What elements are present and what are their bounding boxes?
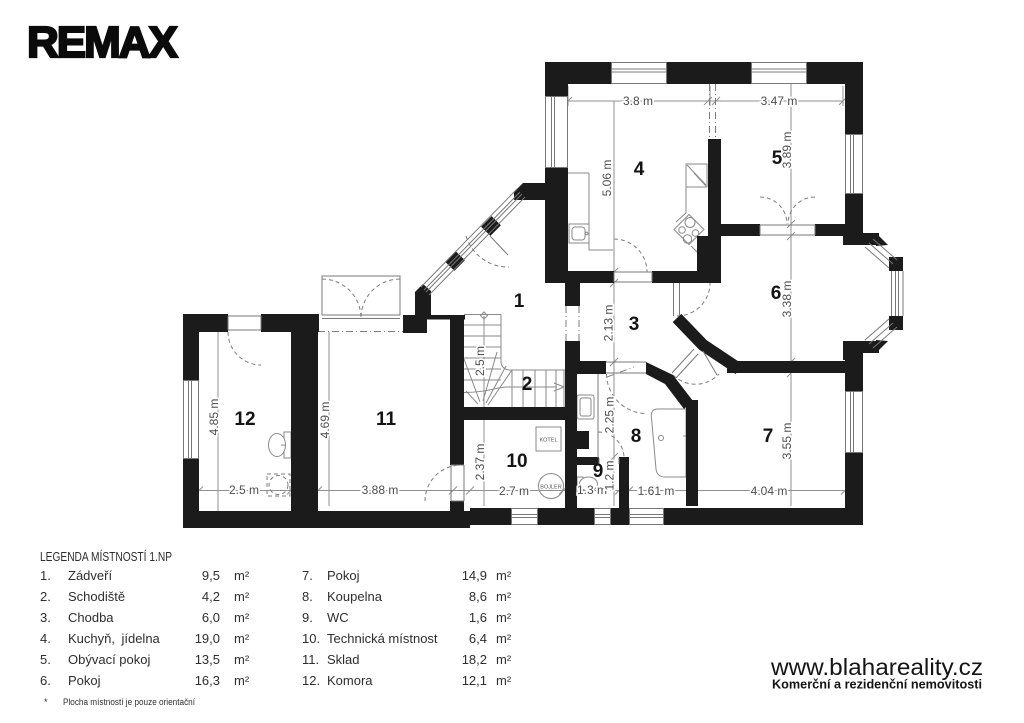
svg-text:1.2 m: 1.2 m — [603, 460, 617, 490]
svg-text:m²: m² — [234, 673, 250, 688]
svg-text:m²: m² — [234, 652, 250, 667]
svg-text:m²: m² — [234, 631, 250, 646]
svg-text:11: 11 — [376, 409, 397, 430]
svg-text:Technická místnost: Technická místnost — [327, 631, 438, 646]
svg-text:7.: 7. — [302, 568, 313, 583]
svg-text:Komora: Komora — [327, 673, 373, 688]
svg-text:Chodba: Chodba — [68, 610, 114, 625]
svg-text:3.38 m: 3.38 m — [780, 281, 794, 318]
svg-text:REMAX: REMAX — [27, 18, 178, 67]
svg-text:2.: 2. — [40, 589, 51, 604]
svg-text:m²: m² — [234, 589, 250, 604]
svg-text:3.8 m: 3.8 m — [623, 94, 653, 108]
svg-text:2.5 m: 2.5 m — [473, 346, 487, 376]
svg-text:3.88 m: 3.88 m — [362, 483, 399, 497]
svg-text:4.: 4. — [40, 631, 51, 646]
svg-text:5: 5 — [772, 148, 783, 169]
svg-text:BOJLER: BOJLER — [540, 485, 561, 491]
svg-text:6: 6 — [771, 283, 782, 304]
svg-text:LEGENDA MÍSTNOSTÍ 1.NP: LEGENDA MÍSTNOSTÍ 1.NP — [40, 549, 172, 564]
svg-text:9.: 9. — [302, 610, 313, 625]
svg-text:*: * — [44, 697, 48, 707]
svg-text:m²: m² — [496, 673, 512, 688]
svg-text:12,1: 12,1 — [462, 673, 487, 688]
svg-text:Zádveří: Zádveří — [68, 568, 112, 583]
svg-text:Kuchyň, jídelna: Kuchyň, jídelna — [68, 631, 161, 646]
svg-text:Sklad: Sklad — [327, 652, 360, 667]
svg-text:3.55 m: 3.55 m — [780, 423, 794, 460]
svg-text:3.47 m: 3.47 m — [761, 94, 798, 108]
svg-text:2.7 m: 2.7 m — [499, 484, 529, 498]
svg-text:m²: m² — [496, 568, 512, 583]
svg-text:8,6: 8,6 — [469, 589, 487, 604]
svg-text:4.85 m: 4.85 m — [207, 399, 221, 436]
svg-text:10.: 10. — [302, 631, 320, 646]
svg-text:1.61 m: 1.61 m — [638, 484, 675, 498]
svg-text:m²: m² — [234, 610, 250, 625]
svg-text:2: 2 — [522, 374, 533, 395]
svg-text:1,6: 1,6 — [469, 610, 487, 625]
svg-text:14,9: 14,9 — [462, 568, 487, 583]
svg-text:18,2: 18,2 — [462, 652, 487, 667]
svg-text:16,3: 16,3 — [195, 673, 220, 688]
svg-text:4,2: 4,2 — [202, 589, 220, 604]
svg-text:10: 10 — [506, 451, 527, 472]
svg-text:www.blahareality.cz: www.blahareality.cz — [770, 654, 983, 680]
svg-text:Schodiště: Schodiště — [68, 589, 125, 604]
svg-text:6,4: 6,4 — [469, 631, 487, 646]
svg-text:m²: m² — [496, 589, 512, 604]
svg-text:3.: 3. — [40, 610, 51, 625]
svg-text:4.04 m: 4.04 m — [751, 484, 788, 498]
svg-text:4: 4 — [634, 159, 645, 180]
svg-text:4.69 m: 4.69 m — [318, 402, 332, 439]
svg-text:5.06 m: 5.06 m — [600, 160, 614, 197]
svg-text:Komerční a rezidenční nemovito: Komerční a rezidenční nemovitosti — [772, 678, 982, 692]
svg-text:6,0: 6,0 — [202, 610, 220, 625]
svg-text:m²: m² — [234, 568, 250, 583]
svg-text:12.: 12. — [302, 673, 320, 688]
svg-text:KOTEL: KOTEL — [539, 438, 557, 444]
svg-text:11.: 11. — [302, 652, 319, 667]
svg-text:1.: 1. — [40, 568, 51, 583]
svg-text:3: 3 — [629, 314, 640, 335]
svg-text:9,5: 9,5 — [202, 568, 220, 583]
svg-text:WC: WC — [327, 610, 349, 625]
svg-text:19,0: 19,0 — [195, 631, 220, 646]
svg-text:2.5 m: 2.5 m — [229, 483, 259, 497]
svg-text:Obývací pokoj: Obývací pokoj — [68, 652, 150, 667]
svg-text:m²: m² — [496, 631, 512, 646]
svg-text:Koupelna: Koupelna — [327, 589, 383, 604]
svg-text:6.: 6. — [40, 673, 51, 688]
svg-text:2.37 m: 2.37 m — [473, 444, 487, 481]
svg-text:8.: 8. — [302, 589, 313, 604]
svg-text:5.: 5. — [40, 652, 51, 667]
svg-text:1: 1 — [514, 291, 525, 312]
svg-text:2.13 m: 2.13 m — [602, 305, 616, 342]
svg-text:7: 7 — [763, 426, 774, 447]
svg-text:8: 8 — [631, 426, 642, 447]
svg-text:Pokoj: Pokoj — [327, 568, 360, 583]
svg-text:3.89 m: 3.89 m — [780, 132, 794, 169]
svg-text:2.25 m: 2.25 m — [603, 397, 617, 434]
svg-text:m²: m² — [496, 652, 512, 667]
svg-text:12: 12 — [234, 409, 255, 430]
svg-text:13,5: 13,5 — [195, 652, 220, 667]
svg-text:9: 9 — [593, 461, 604, 482]
svg-text:Plocha místností je pouze orie: Plocha místností je pouze orientační — [63, 697, 195, 707]
svg-text:1.3 m: 1.3 m — [577, 483, 607, 497]
svg-text:m²: m² — [496, 610, 512, 625]
svg-text:Pokoj: Pokoj — [68, 673, 101, 688]
